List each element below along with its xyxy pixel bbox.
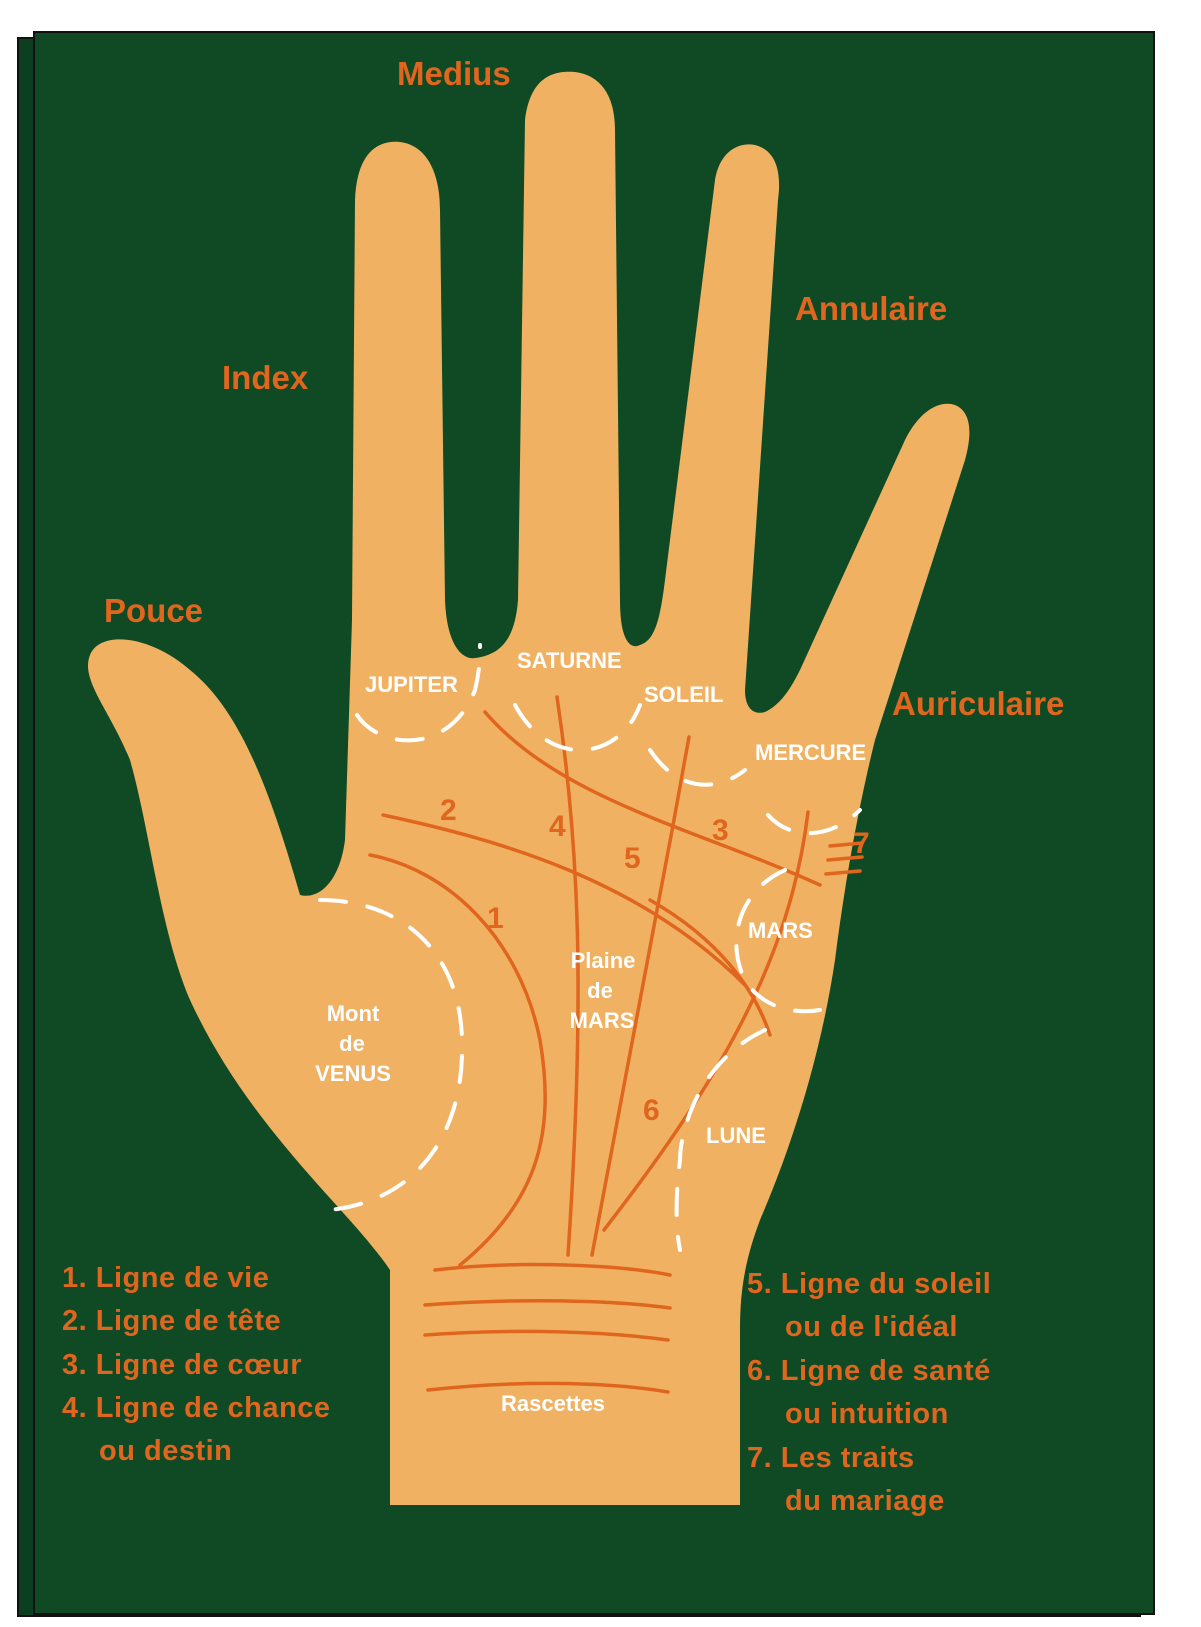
legend-item: ou intuition (785, 1398, 949, 1430)
label-rascettes: Rascettes (501, 1391, 605, 1416)
legend-left: 1. Ligne de vie 2. Ligne de tête 3. Lign… (62, 1262, 330, 1467)
label-venus-2: de (339, 1031, 365, 1056)
soleil-mount-outline (648, 748, 747, 787)
label-pouce: Pouce (104, 592, 203, 629)
legend-item: ou de l'idéal (785, 1311, 958, 1343)
number-7: 7 (853, 827, 870, 860)
legend-item: du mariage (785, 1485, 945, 1517)
label-index: Index (222, 359, 309, 396)
jupiter-mount-outline (355, 643, 482, 743)
mercure-mount-outline (766, 808, 862, 836)
number-4: 4 (549, 810, 566, 843)
hand-silhouette (88, 71, 970, 1506)
fate-line (555, 695, 580, 1257)
life-line (368, 853, 547, 1267)
label-venus-3: VENUS (315, 1061, 391, 1086)
label-auriculaire: Auriculaire (892, 685, 1064, 722)
lune-mount-outline (674, 1028, 767, 1252)
number-2: 2 (440, 794, 457, 827)
number-5: 5 (624, 842, 641, 875)
number-6: 6 (643, 1094, 660, 1127)
saturne-mount-outline (513, 703, 642, 753)
rascette-lines (423, 1262, 672, 1394)
sun-line (590, 735, 691, 1257)
label-plaine-1: Plaine (571, 948, 636, 973)
marriage-lines (824, 841, 864, 876)
health-line-branch (648, 898, 772, 1037)
label-plaine-2: de (587, 978, 613, 1003)
label-venus-1: Mont (327, 1001, 380, 1026)
label-jupiter: JUPITER (365, 672, 458, 697)
label-mars: MARS (748, 918, 813, 943)
legend-item: 2. Ligne de tête (62, 1305, 281, 1337)
legend-item: ou destin (99, 1435, 232, 1467)
legend-item: 5. Ligne du soleil (747, 1268, 991, 1300)
label-lune: LUNE (706, 1123, 766, 1148)
label-annulaire: Annulaire (795, 290, 947, 327)
label-medius: Medius (397, 55, 511, 92)
label-plaine-3: MARS (570, 1008, 635, 1033)
legend-item: 1. Ligne de vie (62, 1262, 269, 1294)
legend-item: 6. Ligne de santé (747, 1355, 991, 1387)
label-soleil: SOLEIL (644, 682, 723, 707)
legend-item: 7. Les traits (747, 1442, 915, 1474)
heart-line (483, 710, 822, 887)
venus-mount-outline (318, 898, 465, 1212)
head-line (381, 813, 747, 987)
legend-item: 4. Ligne de chance (62, 1392, 330, 1424)
health-line (602, 810, 810, 1232)
label-mercure: MERCURE (755, 740, 866, 765)
legend-right: 5. Ligne du soleil ou de l'idéal 6. Lign… (747, 1268, 991, 1517)
number-1: 1 (487, 902, 504, 935)
legend-item: 3. Ligne de cœur (62, 1349, 302, 1381)
number-3: 3 (712, 814, 729, 847)
label-saturne: SATURNE (517, 648, 622, 673)
